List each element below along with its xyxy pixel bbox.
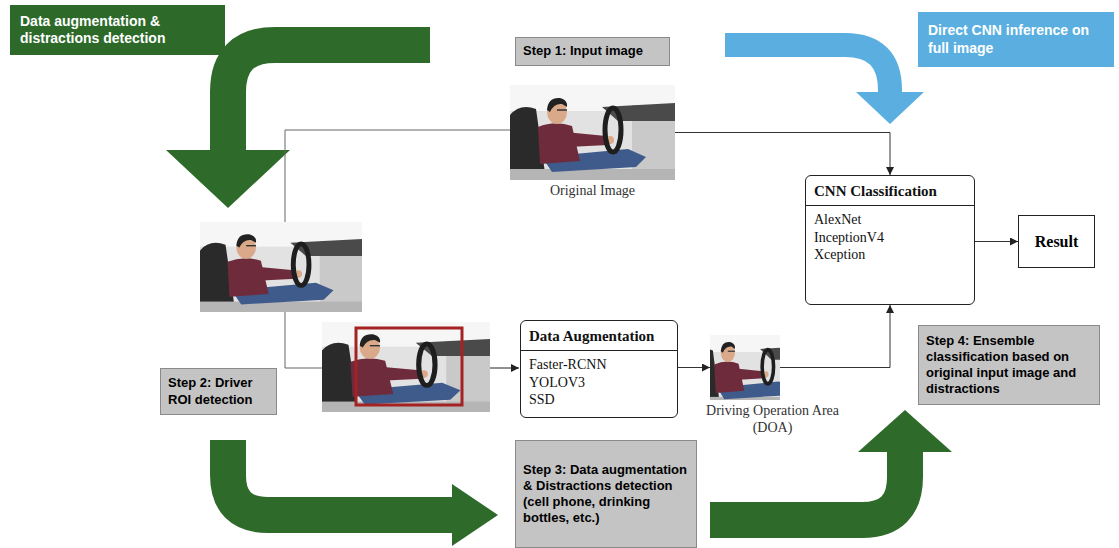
flow-arrow-body bbox=[725, 45, 890, 92]
routing-arrow bbox=[490, 368, 519, 369]
image-caption: Original Image bbox=[510, 183, 675, 200]
box-label: Step 3: Data augmentation & Distractions… bbox=[523, 462, 689, 527]
routing-line bbox=[285, 312, 322, 368]
step-box: Step 2: Driver ROI detection bbox=[160, 368, 277, 415]
augmentation-box: Data AugmentationFaster-RCNNYOLOV3SSD bbox=[520, 320, 678, 418]
step-box: Step 4: Ensemble classification based on… bbox=[918, 325, 1100, 405]
flow-arrow-body bbox=[228, 440, 452, 515]
flow-arrow-body bbox=[228, 45, 430, 150]
box-label: Result bbox=[1035, 232, 1079, 251]
box-label: Direct CNN inference on full image bbox=[928, 22, 1104, 57]
box-label: Step 1: Input image bbox=[523, 43, 662, 59]
list-item: Xception bbox=[806, 246, 974, 264]
flow-arrow-head bbox=[856, 92, 924, 124]
image-node: Original Image bbox=[510, 85, 675, 180]
classifier-box: CNN ClassificationAlexNetInceptionV4Xcep… bbox=[805, 175, 975, 305]
list-item: SSD bbox=[521, 391, 677, 409]
flow-arrow-head bbox=[166, 150, 290, 208]
routing-line bbox=[285, 130, 510, 222]
connector-arrow bbox=[975, 241, 1018, 242]
input-photo bbox=[200, 222, 362, 312]
doa-photo bbox=[694, 332, 812, 406]
section-label: Direct CNN inference on full image bbox=[918, 12, 1114, 67]
step-box: Step 3: Data augmentation & Distractions… bbox=[515, 440, 697, 548]
list-item: InceptionV4 bbox=[806, 229, 974, 247]
step-box: Step 1: Input image bbox=[515, 37, 670, 66]
roi-box bbox=[356, 328, 462, 405]
connector-arrow bbox=[678, 367, 710, 368]
box-label: Data augmentation & distractions detecti… bbox=[20, 13, 215, 48]
list-item: YOLOV3 bbox=[521, 374, 677, 392]
result-box: Result bbox=[1018, 215, 1095, 268]
doa-photo-image bbox=[694, 332, 812, 406]
flow-arrow-head bbox=[452, 484, 498, 546]
original-photo bbox=[510, 85, 675, 180]
box-label: Step 2: Driver ROI detection bbox=[168, 375, 269, 408]
list-item: AlexNet bbox=[806, 211, 974, 229]
section-label: Data augmentation & distractions detecti… bbox=[10, 5, 225, 55]
connector-arrow bbox=[675, 133, 890, 176]
roi-photo bbox=[322, 322, 490, 412]
box-heading: Data Augmentation bbox=[521, 321, 677, 351]
flow-arrow-body bbox=[710, 452, 905, 520]
list-item: Faster-RCNN bbox=[521, 356, 677, 374]
image-caption: Driving Operation Area (DOA) bbox=[690, 403, 855, 437]
flow-arrow-head bbox=[858, 410, 952, 452]
image-node: Driving Operation Area (DOA) bbox=[710, 335, 780, 400]
box-label: Step 4: Ensemble classification based on… bbox=[926, 333, 1092, 398]
box-heading: CNN Classification bbox=[806, 176, 974, 206]
connector-arrow bbox=[780, 305, 890, 368]
